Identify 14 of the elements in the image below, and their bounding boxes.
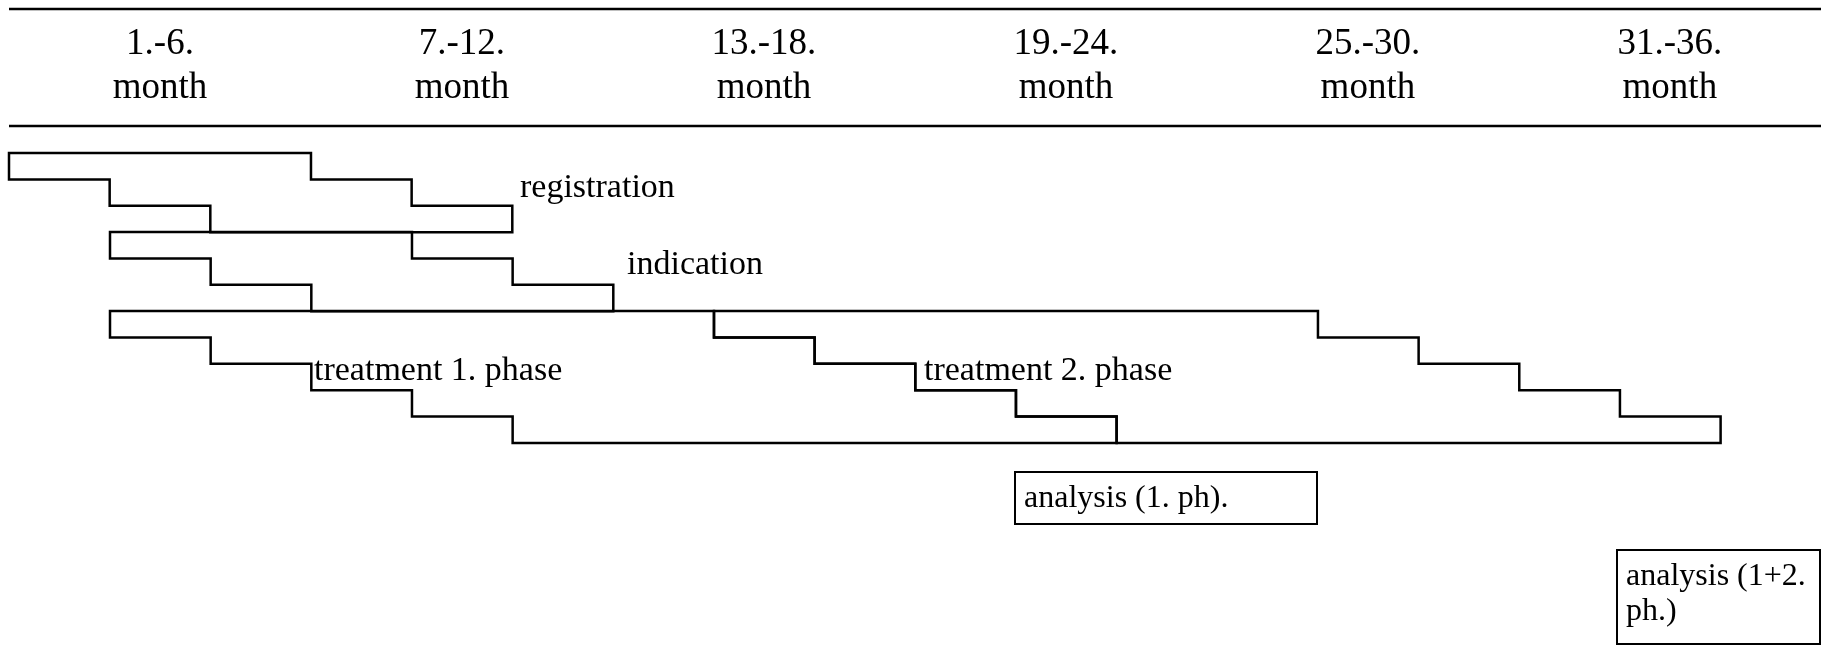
- phase-label: registration: [520, 169, 675, 203]
- analysis-box: [1616, 549, 1821, 645]
- phase-label: treatment 2. phase: [924, 352, 1173, 386]
- analysis-label: analysis (1+2. ph.): [1626, 557, 1806, 628]
- month-range-header: 7.-12. month: [414, 20, 510, 108]
- analysis-label: analysis (1. ph).: [1024, 479, 1230, 515]
- month-range-header: 19.-24. month: [1013, 20, 1119, 108]
- phase-label: treatment 1. phase: [314, 352, 563, 386]
- month-range-header: 31.-36. month: [1617, 20, 1723, 108]
- phase-label: indication: [627, 246, 763, 280]
- month-range-header: 13.-18. month: [711, 20, 817, 108]
- month-range-header: 1.-6. month: [112, 20, 208, 108]
- analysis-box: [1014, 471, 1318, 525]
- month-range-header: 25.-30. month: [1315, 20, 1421, 108]
